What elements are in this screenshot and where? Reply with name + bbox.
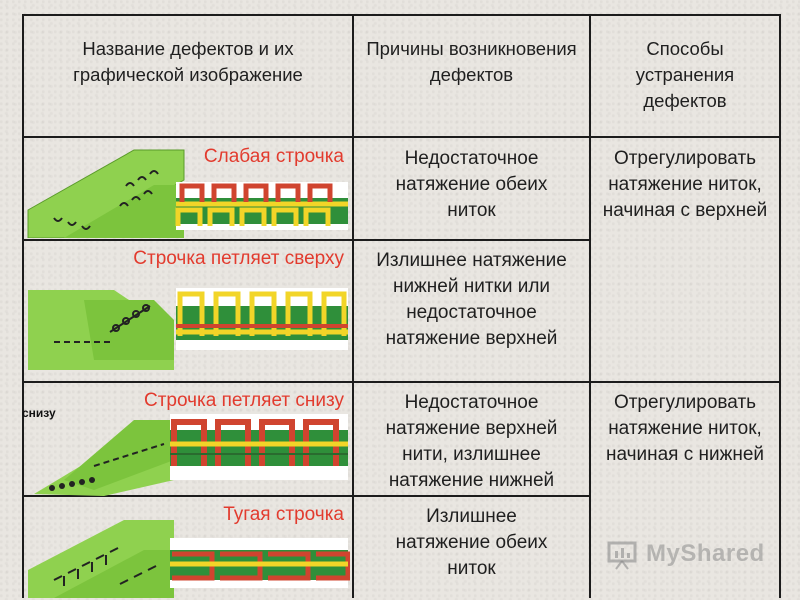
header-defect-names: Название дефектов и их графической изобр… (73, 38, 303, 85)
cause-loops-top: Излишнее натяжение нижней нитки или недо… (376, 250, 567, 349)
watermark-text: MyShared (646, 540, 765, 567)
cause-loops-bottom: Недостаточное натяжение верхней нити, из… (385, 392, 558, 491)
row-divider-3 (22, 495, 591, 497)
row-divider-1 (22, 239, 591, 241)
presentation-icon (607, 541, 637, 570)
weak-stitch-illustration (27, 149, 348, 238)
loops-bottom-illustration (34, 414, 348, 496)
tight-stitch-illustration (28, 520, 350, 598)
loops-top-illustration (28, 288, 348, 370)
table-border-top (22, 14, 781, 16)
cause-weak-stitch: Недостаточное натяжение обеих ниток (395, 148, 548, 221)
header-causes: Причины возникновения дефектов (366, 38, 577, 85)
table-border-right (779, 14, 781, 598)
snizu-label: снизу (22, 406, 56, 420)
defect-name-tight-stitch: Тугая строчка (223, 504, 344, 525)
remedy-start-lower: Отрегулировать натяжение ниток, начиная … (605, 392, 765, 465)
row-divider-2 (22, 381, 781, 383)
defect-name-loops-top: Строчка петляет сверху (133, 248, 344, 269)
header-bottom-line (22, 136, 781, 138)
table-border-left (22, 14, 24, 598)
remedy-start-upper: Отрегулировать натяжение ниток, начиная … (602, 148, 768, 221)
defect-name-loops-bottom: Строчка петляет снизу (143, 390, 344, 411)
header-remedies: Способы устранения дефектов (635, 38, 735, 111)
defect-name-weak-stitch: Слабая строчка (203, 146, 344, 167)
column-divider-2 (589, 14, 591, 598)
myshared-watermark: MyShared (606, 538, 766, 572)
cause-tight-stitch: Излишнее натяжение обеих ниток (395, 506, 548, 579)
column-divider-1 (352, 14, 354, 598)
